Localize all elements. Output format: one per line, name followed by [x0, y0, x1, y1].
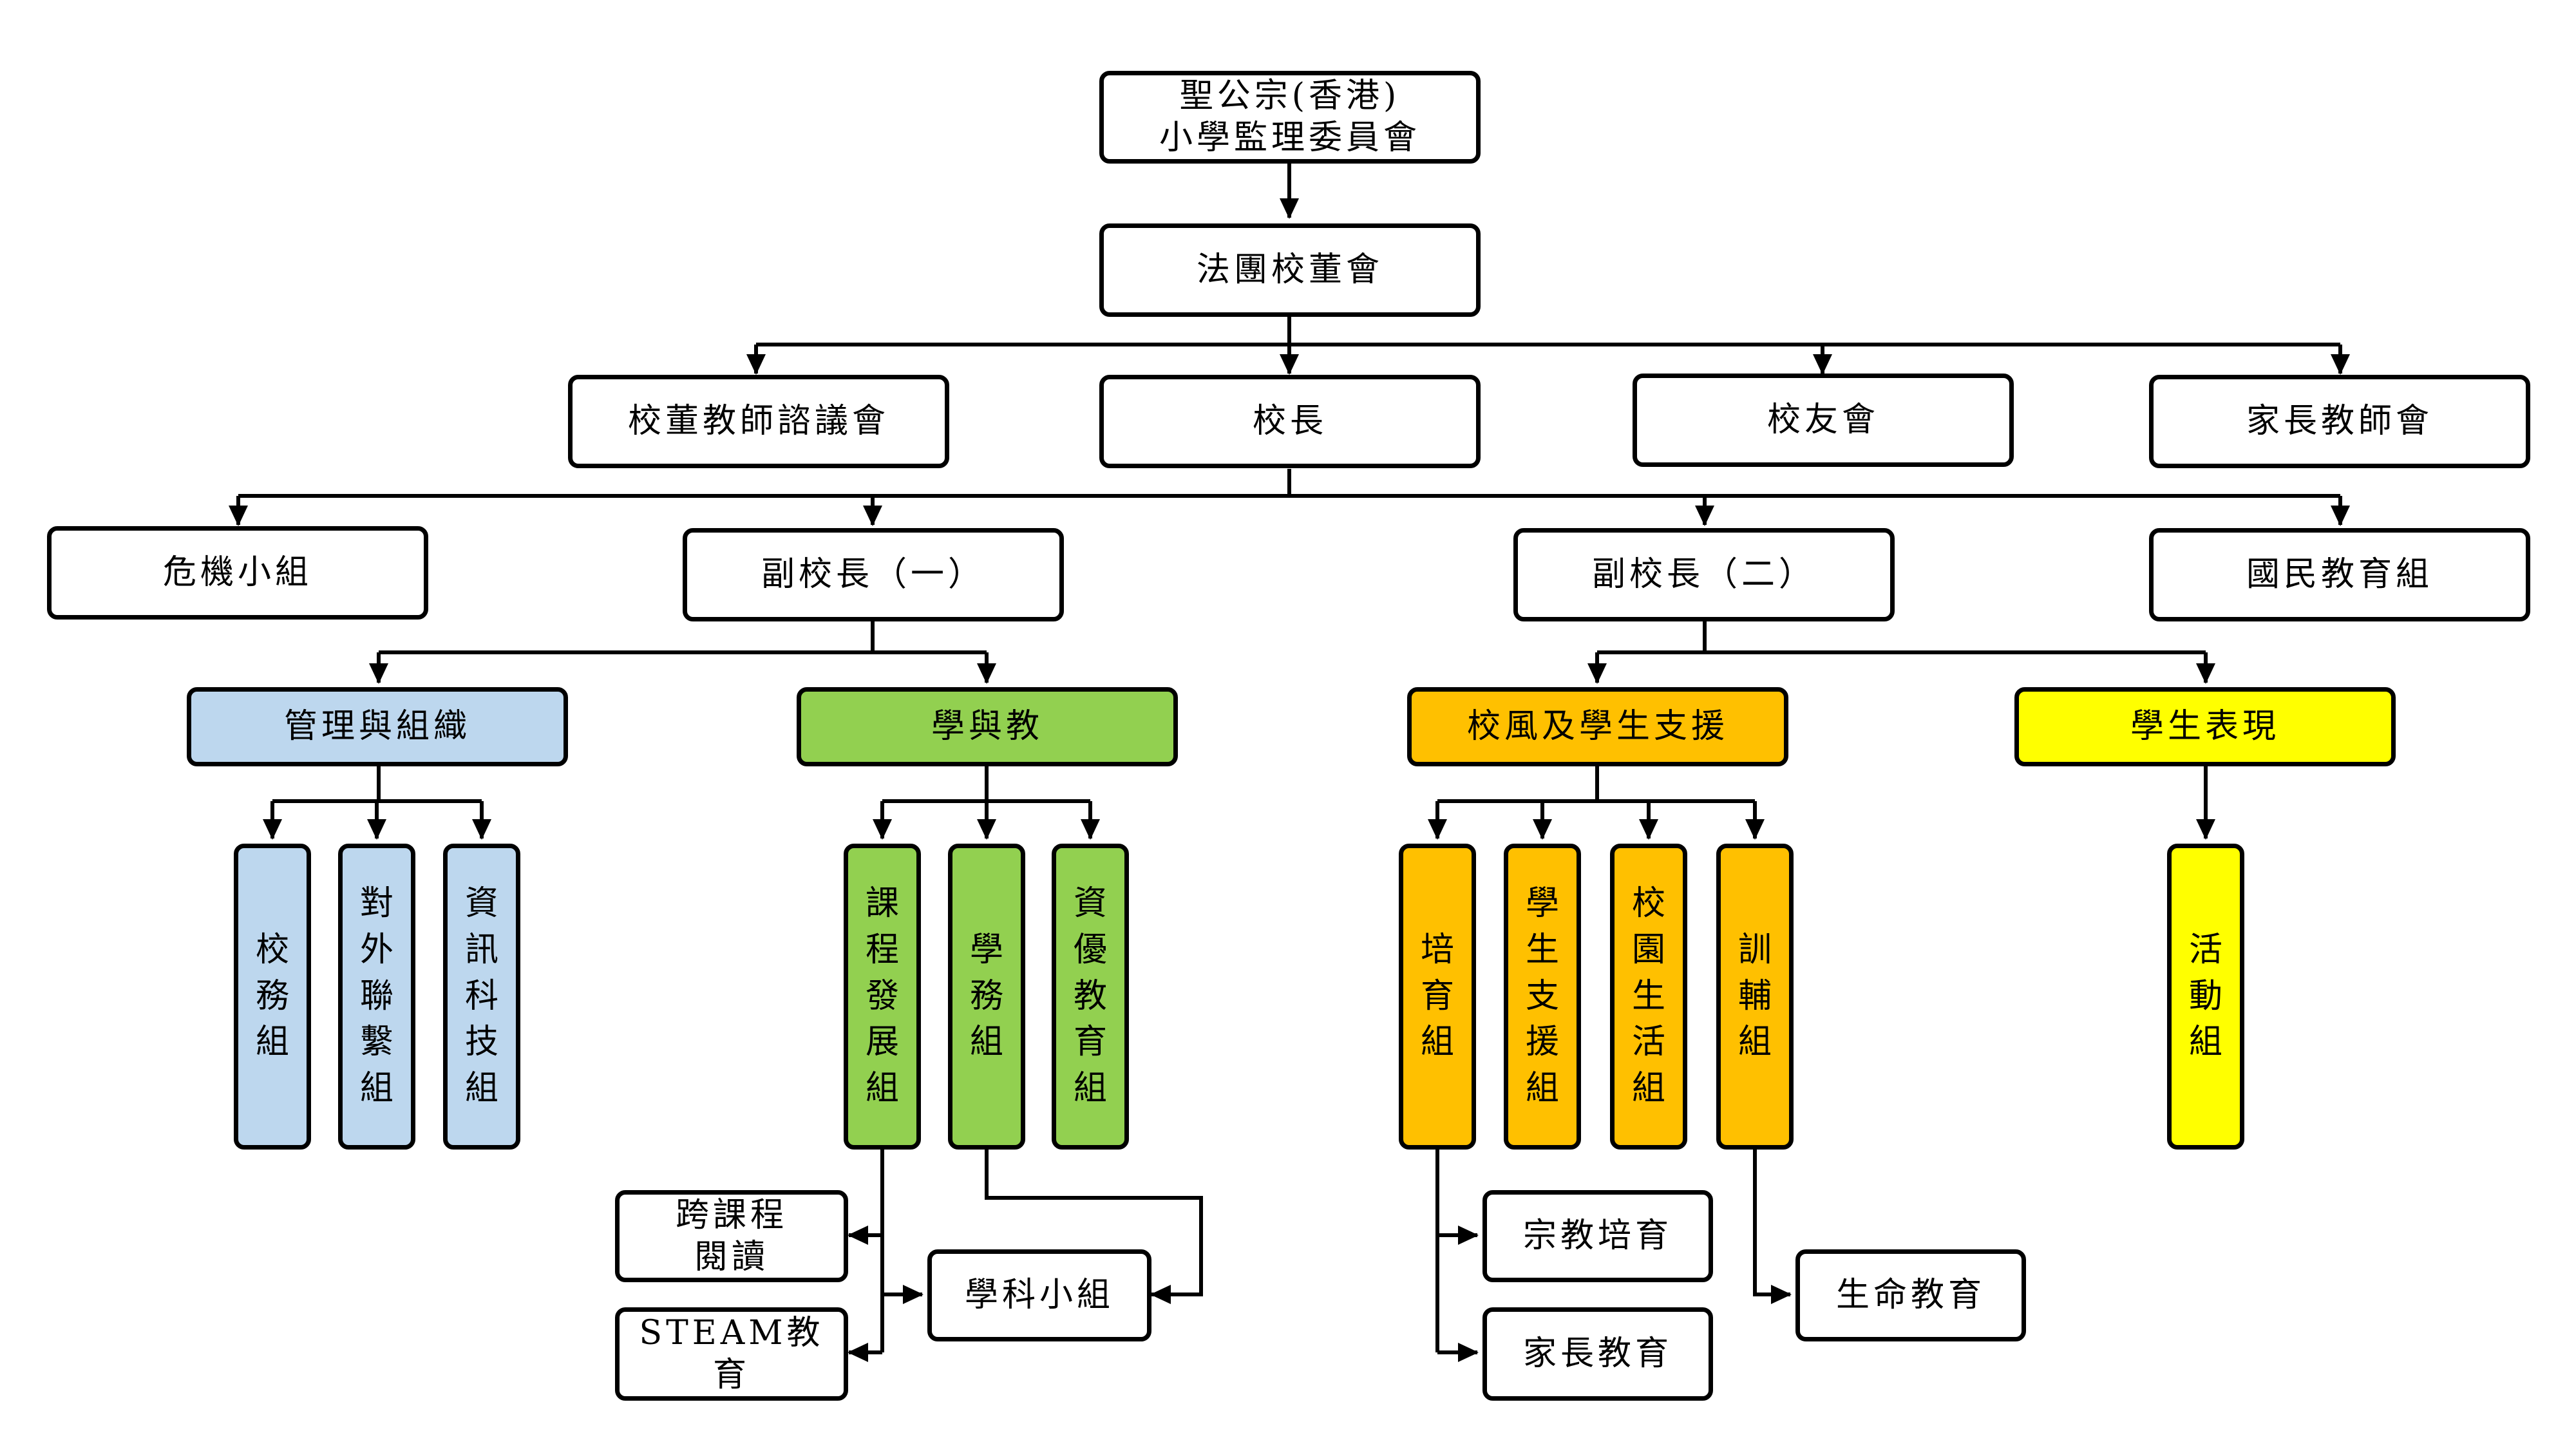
activities-label: 活動組	[2189, 930, 2223, 1062]
nurturing-box: 培育組	[1399, 844, 1476, 1150]
supervisory-council-label: 聖公宗(香港) 小學監理委員會	[1159, 77, 1421, 157]
activities-box: 活動組	[2167, 844, 2244, 1150]
curriculum-box: 課程發展組	[844, 844, 921, 1150]
parent-education-box: 家長教育	[1482, 1307, 1713, 1401]
vice-principal-1-label: 副校長（一）	[761, 555, 985, 594]
academic-affairs-label: 學務組	[970, 930, 1004, 1062]
school-ethos-label: 校風及學生支援	[1466, 707, 1728, 746]
supervisory-council-box: 聖公宗(香港) 小學監理委員會	[1099, 71, 1481, 164]
life-education-label: 生命教育	[1835, 1276, 1985, 1314]
discipline-guidance-label: 訓輔組	[1738, 930, 1772, 1062]
school-affairs-label: 校務組	[256, 930, 290, 1062]
vice-principal-1-box: 副校長（一）	[683, 528, 1064, 621]
steam-education-label: STEAM教育	[639, 1313, 824, 1394]
crisis-team-box: 危機小組	[47, 526, 428, 620]
religious-nurturing-label: 宗教培育	[1522, 1217, 1672, 1255]
vice-principal-2-box: 副校長（二）	[1513, 528, 1895, 621]
crisis-team-label: 危機小組	[162, 553, 312, 592]
external-liaison-box: 對外聯繫組	[338, 844, 415, 1150]
student-support-box: 學生支援組	[1504, 844, 1581, 1150]
school-board-box: 法團校董會	[1099, 223, 1481, 317]
nurturing-label: 培育組	[1421, 930, 1455, 1062]
gifted-education-label: 資優教育組	[1074, 884, 1108, 1108]
religious-nurturing-box: 宗教培育	[1482, 1190, 1713, 1282]
cross-curricular-reading-box: 跨課程 閱讀	[615, 1190, 848, 1282]
vice-principal-2-label: 副校長（二）	[1591, 555, 1816, 594]
academic-affairs-box: 學務組	[948, 844, 1025, 1150]
principal-box: 校長	[1099, 375, 1481, 468]
steam-education-box: STEAM教育	[615, 1307, 848, 1401]
curriculum-label: 課程發展組	[866, 884, 900, 1108]
school-ethos-box: 校風及學生支援	[1407, 687, 1788, 766]
alumni-association-box: 校友會	[1633, 374, 2014, 467]
cross-curricular-reading-label: 跨課程 閱讀	[675, 1195, 788, 1276]
student-performance-box: 學生表現	[2014, 687, 2396, 766]
life-education-box: 生命教育	[1795, 1249, 2026, 1341]
management-box: 管理與組織	[187, 687, 568, 766]
student-support-label: 學生支援組	[1526, 884, 1560, 1108]
student-performance-label: 學生表現	[2130, 707, 2280, 746]
subject-panels-box: 學科小組	[927, 1249, 1151, 1341]
gifted-education-box: 資優教育組	[1052, 844, 1129, 1150]
it-box: 資訊科技組	[443, 844, 520, 1150]
management-label: 管理與組織	[283, 707, 471, 746]
principal-label: 校長	[1252, 402, 1327, 440]
school-board-label: 法團校董會	[1196, 251, 1383, 289]
alumni-association-label: 校友會	[1766, 401, 1879, 439]
campus-life-label: 校園生活組	[1632, 884, 1666, 1108]
national-education-box: 國民教育組	[2149, 528, 2530, 621]
discipline-guidance-box: 訓輔組	[1716, 844, 1794, 1150]
learning-teaching-box: 學與教	[797, 687, 1178, 766]
subject-panels-label: 學科小組	[964, 1276, 1114, 1314]
national-education-label: 國民教育組	[2246, 555, 2433, 594]
pta-label: 家長教師會	[2246, 402, 2433, 440]
parent-education-label: 家長教育	[1522, 1334, 1672, 1373]
learning-teaching-label: 學與教	[931, 707, 1043, 746]
external-liaison-label: 對外聯繫組	[360, 884, 394, 1108]
consultative-council-box: 校董教師諮議會	[568, 375, 949, 468]
school-affairs-box: 校務組	[234, 844, 311, 1150]
consultative-council-label: 校董教師諮議會	[627, 402, 889, 440]
campus-life-box: 校園生活組	[1610, 844, 1687, 1150]
it-label: 資訊科技組	[465, 884, 499, 1108]
pta-box: 家長教師會	[2149, 375, 2530, 468]
